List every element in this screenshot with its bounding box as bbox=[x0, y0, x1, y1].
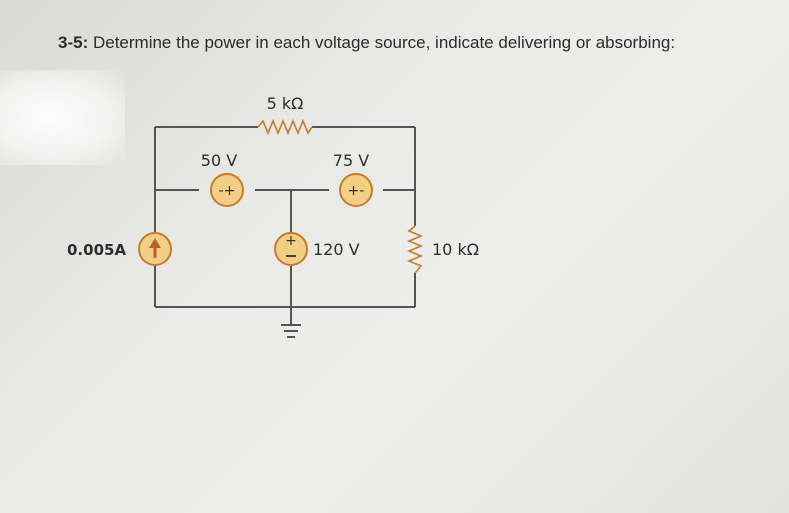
voltage-source-50v-icon: -+ bbox=[210, 173, 244, 207]
resistor-right-icon bbox=[406, 225, 424, 274]
voltage-source-120v-icon: + bbox=[274, 232, 308, 266]
voltage-source-75v-icon: +- bbox=[339, 173, 373, 207]
source-50v-label: 50 V bbox=[201, 151, 237, 170]
source-75v-polarity: +- bbox=[348, 183, 365, 199]
question-body: Determine the power in each voltage sour… bbox=[92, 33, 676, 52]
question-text: 3-5: Determine the power in each voltage… bbox=[58, 33, 675, 53]
current-source-label: 0.005A bbox=[67, 241, 126, 259]
question-number: 3-5: bbox=[58, 33, 89, 52]
resistor-right-label: 10 kΩ bbox=[432, 240, 479, 259]
source-75v-label: 75 V bbox=[333, 151, 369, 170]
source-50v-polarity: -+ bbox=[219, 183, 236, 199]
source-120v-polarity: + bbox=[285, 233, 297, 249]
resistor-top-icon bbox=[257, 118, 313, 136]
current-source-icon bbox=[138, 232, 172, 266]
source-120v-label: 120 V bbox=[313, 240, 360, 259]
circuit-wires bbox=[154, 126, 416, 325]
light-glare bbox=[0, 70, 125, 165]
ground-icon bbox=[281, 324, 301, 338]
resistor-top-label: 5 kΩ bbox=[267, 94, 304, 113]
